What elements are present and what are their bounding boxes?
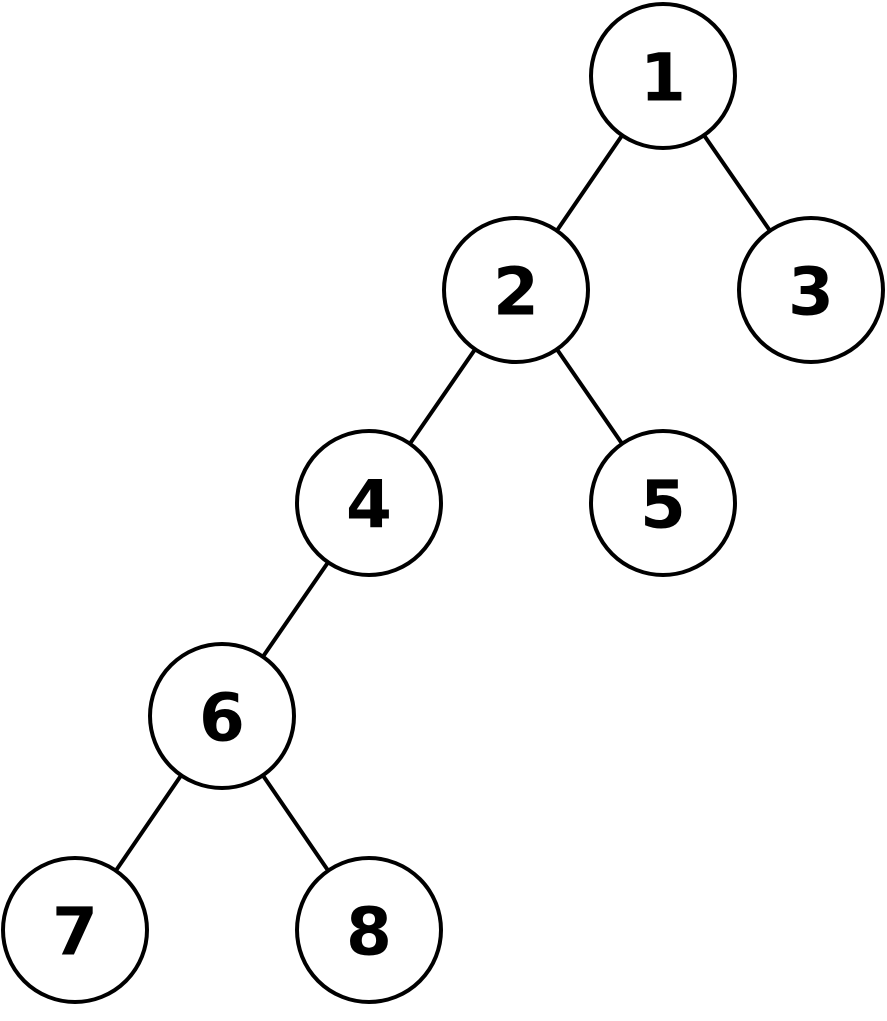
node-circle: [442, 216, 590, 364]
edge-4-6: [260, 560, 331, 659]
tree-node-4: 4: [295, 429, 443, 577]
edge-1-3: [702, 133, 772, 233]
nodes-layer: 1 2 3 4 5 6 7 8: [1, 2, 885, 1004]
tree-node-2: 2: [442, 216, 590, 364]
node-label: 6: [199, 680, 245, 757]
node-circle: [737, 216, 885, 364]
tree-node-8: 8: [295, 856, 443, 1004]
node-label: 2: [493, 254, 539, 331]
node-label: 8: [346, 894, 392, 971]
tree-node-5: 5: [589, 429, 737, 577]
edge-1-2: [554, 133, 625, 233]
node-label: 3: [788, 254, 834, 331]
edge-6-7: [113, 773, 184, 873]
node-circle: [1, 856, 149, 1004]
node-label: 4: [346, 467, 392, 544]
node-circle: [295, 856, 443, 1004]
node-label: 5: [640, 467, 686, 544]
node-circle: [148, 642, 296, 790]
node-circle: [589, 429, 737, 577]
edges-layer: [113, 133, 772, 873]
tree-node-6: 6: [148, 642, 296, 790]
node-label: 1: [640, 40, 686, 117]
edge-2-5: [554, 347, 625, 446]
node-circle: [295, 429, 443, 577]
tree-node-7: 7: [1, 856, 149, 1004]
edge-6-8: [260, 773, 331, 873]
node-label: 7: [52, 894, 98, 971]
tree-node-1: 1: [589, 2, 737, 150]
node-circle: [589, 2, 737, 150]
edge-2-4: [407, 347, 478, 446]
tree-node-3: 3: [737, 216, 885, 364]
